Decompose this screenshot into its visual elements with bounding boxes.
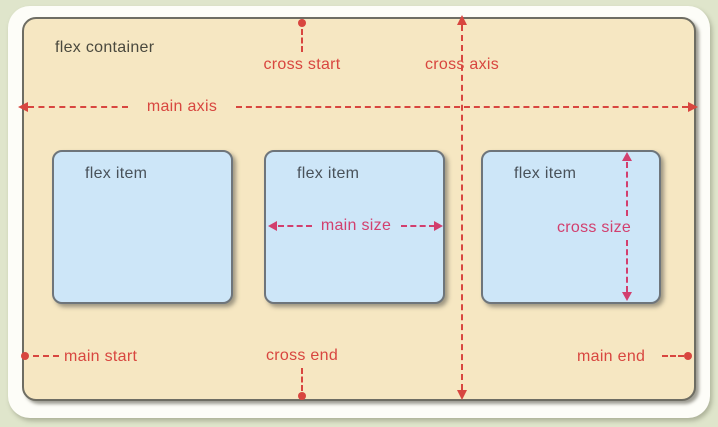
cross-end-dot-icon xyxy=(298,392,306,400)
main-start-dot-icon xyxy=(21,352,29,360)
cross-end-line xyxy=(301,368,303,391)
cross-axis-line xyxy=(461,25,463,390)
flex-item-1-label: flex item xyxy=(85,165,148,182)
cross-start-label: cross start xyxy=(263,56,341,73)
cross-axis-label: cross axis xyxy=(424,56,500,73)
cross-start-line xyxy=(301,29,303,52)
cross-start-dot-icon xyxy=(298,19,306,27)
cross-end-label: cross end xyxy=(265,347,339,364)
main-size-line-right xyxy=(401,225,435,227)
main-start-line xyxy=(33,355,59,357)
main-end-label: main end xyxy=(577,348,646,365)
main-end-line xyxy=(662,355,684,357)
main-size-left-arrowhead-icon xyxy=(268,221,277,231)
main-start-label: main start xyxy=(64,348,138,365)
flex-item-2-label: flex item xyxy=(297,165,360,182)
main-size-right-arrowhead-icon xyxy=(434,221,443,231)
flex-item-3: flex item xyxy=(481,150,661,304)
cross-size-line-top xyxy=(626,162,628,216)
cross-size-down-arrowhead-icon xyxy=(622,292,632,301)
cross-size-line-bottom xyxy=(626,240,628,292)
cross-size-label: cross size xyxy=(556,219,632,236)
main-axis-left-arrowhead-icon xyxy=(18,102,28,112)
flex-item-3-label: flex item xyxy=(514,165,577,182)
main-size-label: main size xyxy=(320,217,392,234)
cross-size-up-arrowhead-icon xyxy=(622,152,632,161)
flex-item-2: flex item xyxy=(264,150,445,304)
cross-axis-up-arrowhead-icon xyxy=(457,15,467,25)
flex-item-1: flex item xyxy=(52,150,233,304)
main-end-dot-icon xyxy=(684,352,692,360)
main-axis-label: main axis xyxy=(146,98,218,115)
flex-container-label: flex container xyxy=(55,39,155,56)
main-size-line-left xyxy=(278,225,312,227)
cross-axis-down-arrowhead-icon xyxy=(457,390,467,400)
main-axis-right-arrowhead-icon xyxy=(688,102,698,112)
main-axis-line-left xyxy=(28,106,128,108)
